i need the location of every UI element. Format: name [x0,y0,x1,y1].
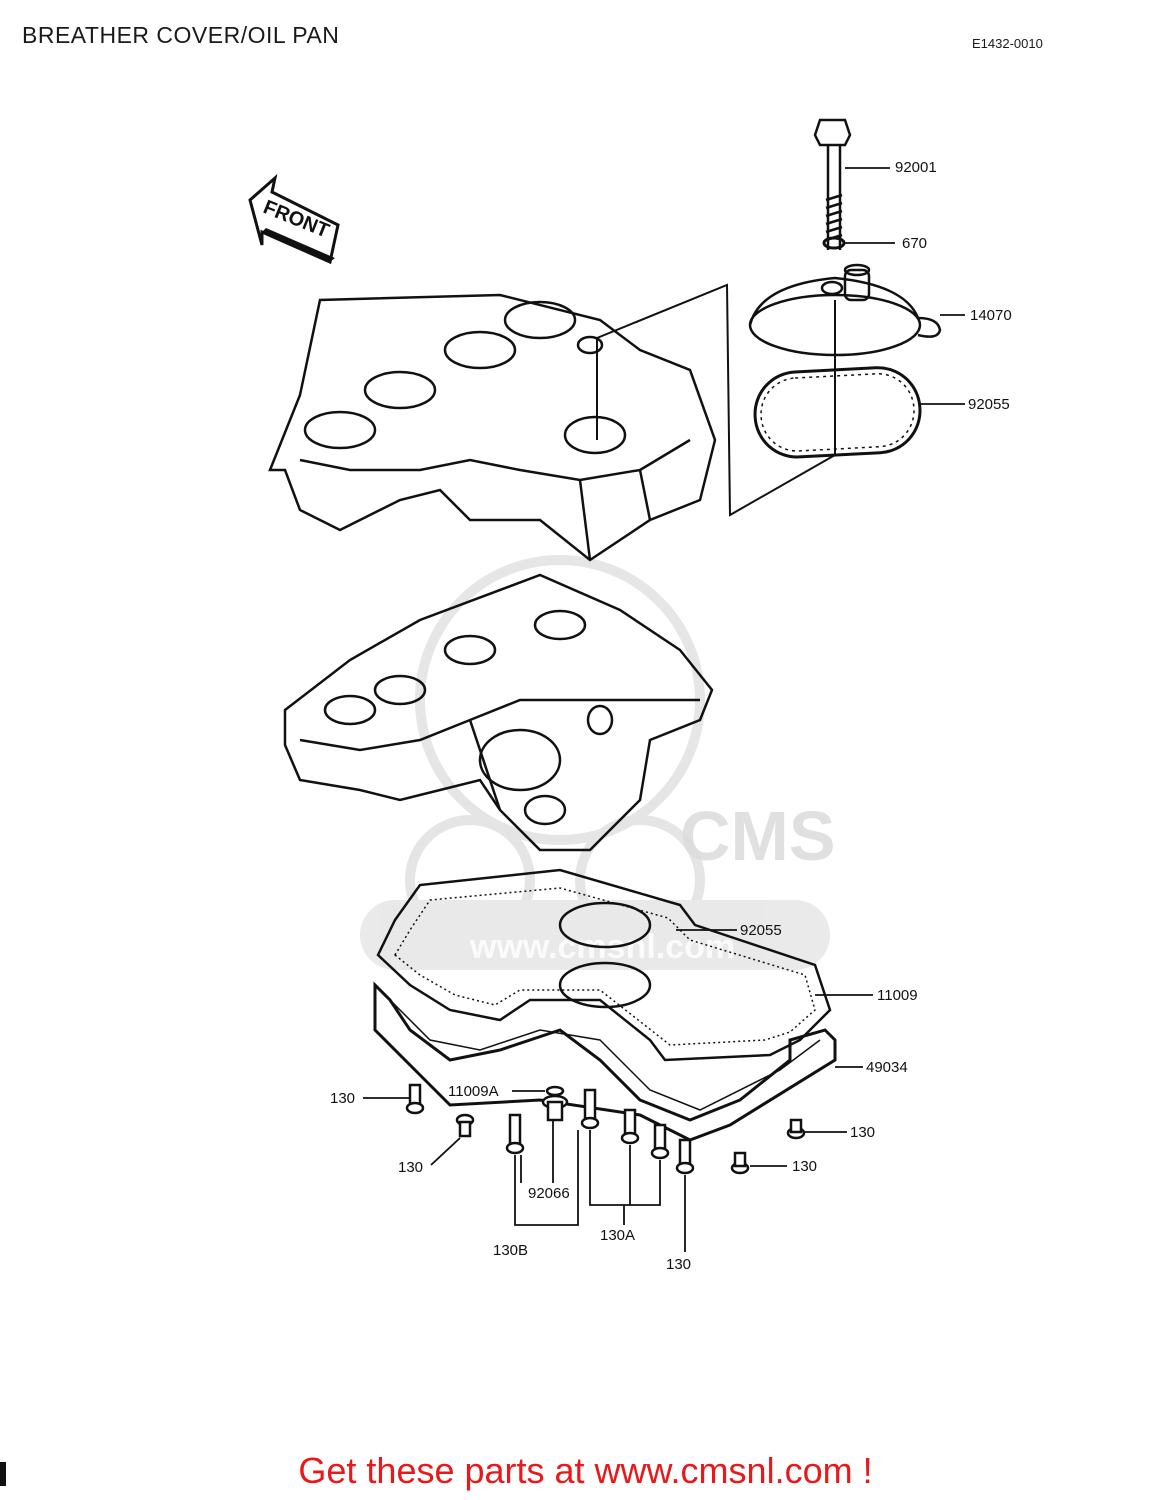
watermark [360,555,830,970]
breather-gasket [753,366,922,459]
label-92066: 92066 [528,1185,570,1202]
label-670: 670 [902,235,927,252]
assembly-lines [596,283,836,517]
page-title: BREATHER COVER/OIL PAN [22,22,340,48]
front-arrow-icon: FRONT [248,173,340,265]
bolt-130-d [786,1118,806,1140]
label-49034: 49034 [866,1059,908,1076]
label-130B: 130B [493,1242,528,1259]
upper-crankcase [268,293,717,562]
oil-pan [373,981,837,1142]
label-130-left-bottom: 130 [398,1159,423,1176]
bolt-130-c [675,1138,695,1175]
breather-cover [748,263,942,357]
drain-plug-92066 [541,1094,569,1122]
bolt-130A-b [620,1108,640,1145]
leader-lines [363,167,965,1252]
edge-mark [0,1462,6,1486]
label-14070: 14070 [970,307,1012,324]
bolt-130-b [455,1113,475,1138]
label-11009A: 11009A [448,1083,499,1100]
bolt-130A-c [650,1123,670,1160]
washer-670 [822,236,846,250]
oil-pan-gasket [376,868,832,1062]
label-130-right-top: 130 [850,1124,875,1141]
diagram-code: E1432-0010 [972,36,1043,51]
label-130-left-top: 130 [330,1090,355,1107]
label-130-bottom: 130 [666,1256,691,1273]
label-130A: 130A [600,1227,635,1244]
bolt-130-e [730,1151,750,1175]
washer-11009A [545,1085,565,1097]
label-92001: 92001 [895,159,937,176]
bolt-130B [505,1113,525,1155]
label-11009: 11009 [877,987,918,1004]
lower-crankcase [283,573,714,852]
watermark-logo: CMS [680,797,836,875]
get-parts-link[interactable]: Get these parts at www.cmsnl.com ! [298,1450,873,1491]
label-92055-mid: 92055 [740,922,782,939]
breather-bolt [813,118,852,250]
label-92055-top: 92055 [968,396,1010,413]
label-130-right-bottom: 130 [792,1158,817,1175]
bolt-130A-a [580,1088,600,1130]
bolts [405,1083,806,1175]
bolt-130-a [405,1083,425,1115]
